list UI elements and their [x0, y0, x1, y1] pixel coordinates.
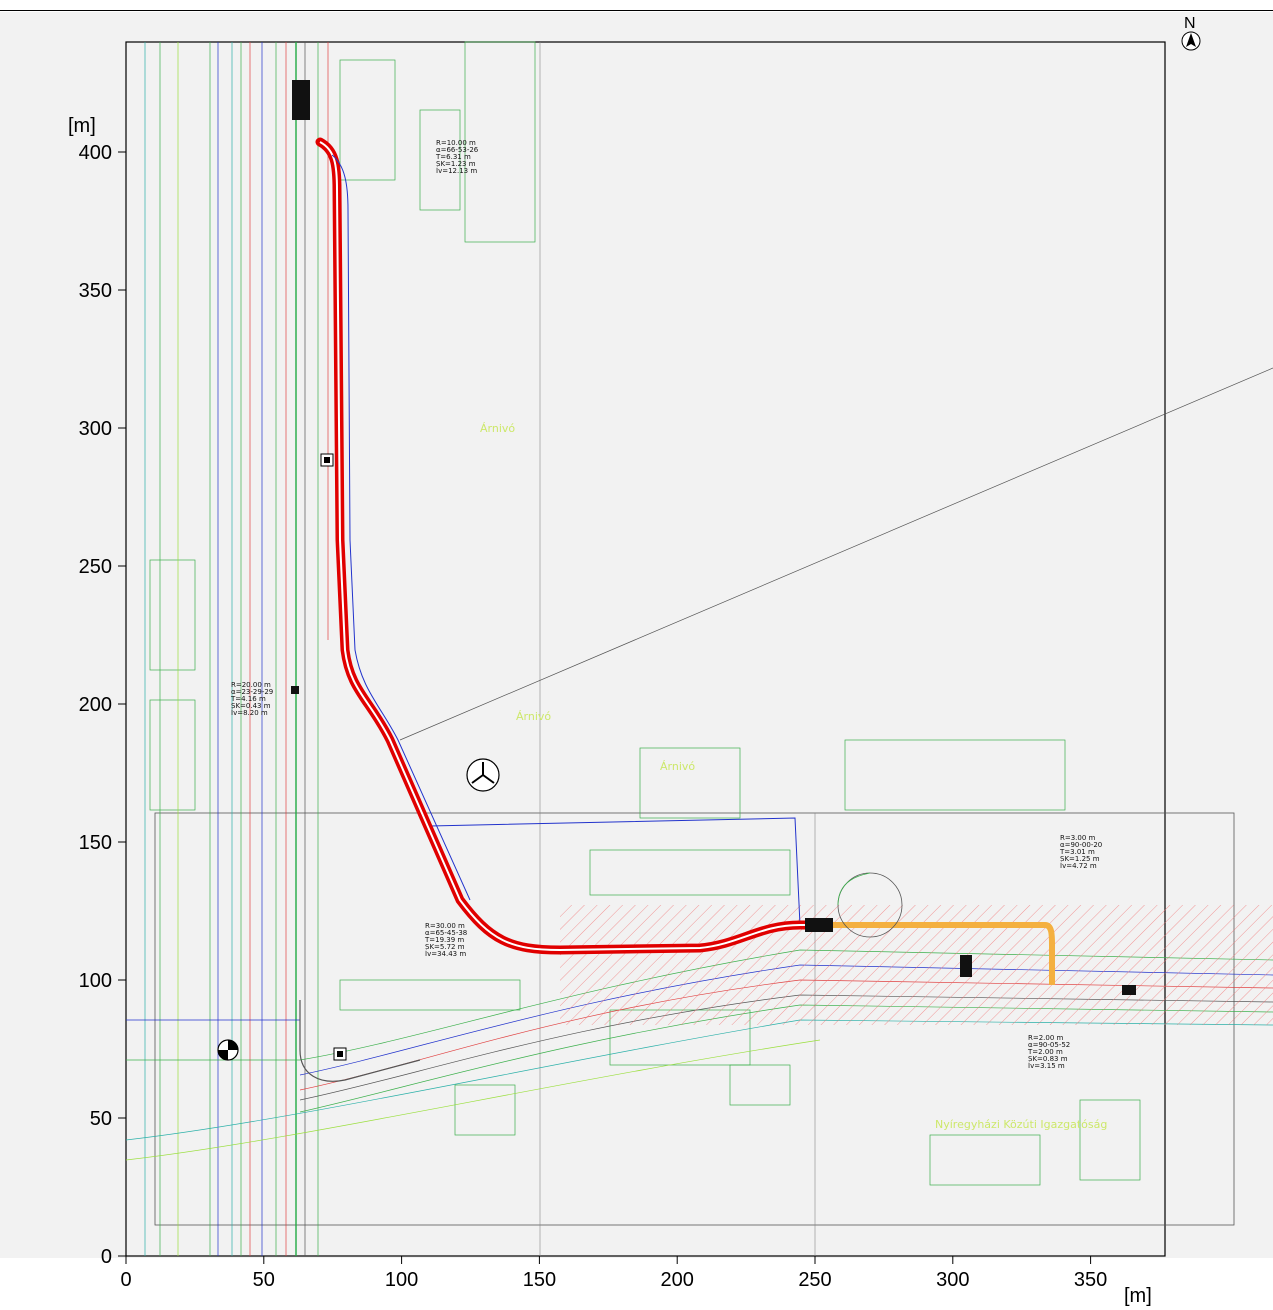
svg-text:Ív=8.20 m: Ív=8.20 m: [231, 708, 268, 717]
route-side-line: [331, 154, 471, 901]
plot-frame: [125, 41, 1166, 1257]
y-tick-label: 200: [79, 694, 112, 716]
x-tick-label: 300: [936, 1269, 969, 1291]
curve-data-block-2: R=20.00 m α=23-29-29 T=4.16 m SK=0.43 m …: [230, 681, 273, 717]
curve-data-block-3: R=30.00 m α=65-45-38 T=19.39 m SK=5.72 m…: [424, 922, 467, 958]
svg-text:T=19.39 m: T=19.39 m: [424, 936, 464, 944]
svg-text:R=30.00 m: R=30.00 m: [425, 922, 465, 930]
x-tick-label: 0: [120, 1269, 131, 1291]
svg-text:α=65-45-38: α=65-45-38: [425, 929, 467, 937]
svg-text:SK=1.23 m: SK=1.23 m: [436, 160, 476, 168]
svg-text:R=10.00 m: R=10.00 m: [436, 139, 476, 147]
svg-text:α=23-29-29: α=23-29-29: [231, 688, 273, 696]
y-tick-label: 150: [79, 832, 112, 854]
svg-text:T=4.16 m: T=4.16 m: [230, 695, 266, 703]
svg-text:Ív=4.72 m: Ív=4.72 m: [1060, 861, 1097, 870]
svg-text:SK=5.72 m: SK=5.72 m: [425, 943, 465, 951]
svg-text:SK=0.83 m: SK=0.83 m: [1028, 1055, 1068, 1063]
curve-data-block-1: R=10.00 m α=66-53-26 T=6.31 m SK=1.23 m …: [435, 139, 479, 175]
svg-text:α=90-05-52: α=90-05-52: [1028, 1041, 1070, 1049]
x-tick-label: 200: [661, 1269, 694, 1291]
top-border-line: [0, 10, 1273, 11]
y-tick-label: 300: [79, 418, 112, 440]
y-tick-label: 250: [79, 556, 112, 578]
water-line: [429, 817, 801, 926]
svg-text:R=3.00 m: R=3.00 m: [1060, 834, 1096, 842]
svg-text:α=66-53-26: α=66-53-26: [436, 146, 479, 154]
section-line: [399, 367, 1273, 741]
area-label-agency: Nyíregyházi Közúti Igazgatóság: [935, 1118, 1107, 1131]
route-extension: [830, 922, 1055, 985]
x-axis: 0 50 100 150 200 250 300 350: [120, 1256, 1107, 1291]
svg-text:Ív=3.15 m: Ív=3.15 m: [1028, 1061, 1065, 1070]
area-label-arnivo-2: Árnivó: [516, 710, 551, 723]
svg-text:T=3.01 m: T=3.01 m: [1059, 848, 1095, 856]
curve-data-block-4: R=3.00 m α=90-00-20 T=3.01 m SK=1.25 m Í…: [1059, 834, 1102, 870]
svg-text:Ív=12.13 m: Ív=12.13 m: [436, 166, 477, 175]
plan-background: [0, 12, 1273, 1258]
orientation-symbol: [466, 758, 500, 792]
x-tick-label: 250: [798, 1269, 831, 1291]
y-tick-label: 350: [79, 280, 112, 302]
x-tick-label: 150: [523, 1269, 556, 1291]
svg-text:Ív=34.43 m: Ív=34.43 m: [425, 949, 466, 958]
y-tick-label: 50: [90, 1108, 112, 1130]
x-tick-label: 350: [1074, 1269, 1107, 1291]
svg-text:T=6.31 m: T=6.31 m: [435, 153, 471, 161]
svg-text:R=20.00 m: R=20.00 m: [231, 681, 271, 689]
y-unit-label: [m]: [68, 115, 96, 137]
x-tick-label: 100: [385, 1269, 418, 1291]
y-tick-label: 100: [79, 970, 112, 992]
survey-point-symbols: [217, 453, 347, 1061]
north-arrow-icon: [1181, 31, 1201, 51]
curb-line: [299, 1000, 421, 1082]
building-outlines: [149, 41, 1141, 1186]
svg-text:T=2.00 m: T=2.00 m: [1027, 1048, 1063, 1056]
x-unit-label: [m]: [1124, 1285, 1152, 1307]
curve-data-block-5: R=2.00 m α=90-05-52 T=2.00 m SK=0.83 m Í…: [1027, 1034, 1070, 1070]
area-label-arnivo-3: Árnivó: [660, 760, 695, 773]
y-axis: 0 50 100 150 200 250 300 350 400: [79, 142, 126, 1268]
x-tick-label: 50: [253, 1269, 275, 1291]
crosswalk-marks: [291, 80, 1136, 995]
designed-route-centerline: [319, 141, 830, 952]
svg-text:SK=1.25 m: SK=1.25 m: [1060, 855, 1100, 863]
north-label: N: [1184, 15, 1196, 32]
svg-text:R=2.00 m: R=2.00 m: [1028, 1034, 1064, 1042]
y-tick-label: 0: [101, 1246, 112, 1268]
svg-text:α=90-00-20: α=90-00-20: [1060, 841, 1102, 849]
area-label-arnivo-1: Árnivó: [480, 422, 515, 435]
y-tick-label: 400: [79, 142, 112, 164]
svg-text:SK=0.43 m: SK=0.43 m: [231, 702, 271, 710]
